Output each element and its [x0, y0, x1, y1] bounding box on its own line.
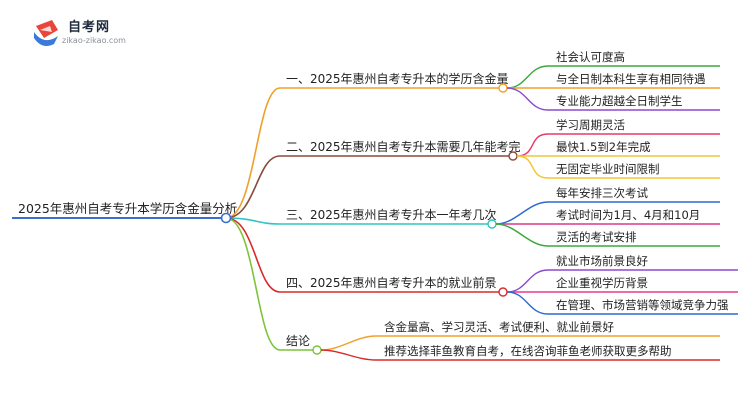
- leaf-label: 学习周期灵活: [556, 118, 625, 132]
- leaf-label: 每年安排三次考试: [556, 186, 648, 200]
- leaf-connector: [320, 335, 377, 351]
- branch-label: 三、2025年惠州自考专升本一年考几次: [286, 207, 497, 222]
- leaf-label: 最快1.5到2年完成: [556, 140, 651, 154]
- leaf-connector: [506, 65, 549, 89]
- branch-connector: [225, 217, 281, 293]
- branch-label: 二、2025年惠州自考专升本需要几年能考完: [286, 139, 521, 154]
- logo-title: 自考网: [68, 20, 111, 35]
- leaf-label: 在管理、市场营销等领域竞争力强: [556, 298, 729, 312]
- leaf-label: 含金量高、学习灵活、考试便利、就业前景好: [384, 320, 614, 334]
- leaf-label: 灵活的考试安排: [556, 230, 637, 244]
- leaf-label: 考试时间为1月、4月和10月: [556, 208, 700, 222]
- leaf-label: 无固定毕业时间限制: [556, 162, 660, 176]
- leaf-label: 与全日制本科生享有相同待遇: [556, 72, 706, 86]
- leaf-connector: [516, 133, 549, 157]
- logo: 自考网 zikao-zikao.com: [30, 14, 150, 54]
- branch-connector: [225, 87, 281, 219]
- logo-url: zikao-zikao.com: [62, 36, 126, 45]
- leaf-label: 企业重视学历背景: [556, 276, 648, 290]
- branch-node: [498, 287, 508, 297]
- root-node: [220, 212, 232, 224]
- branch-node: [508, 151, 518, 161]
- root-label: 2025年惠州自考专升本学历含金量分析: [18, 201, 237, 216]
- branch-connector: [225, 217, 281, 351]
- branch-label: 一、2025年惠州自考专升本的学历含金量: [286, 71, 509, 86]
- branch-connector: [225, 155, 281, 219]
- branch-label: 四、2025年惠州自考专升本的就业前景: [286, 275, 497, 290]
- leaf-connector: [506, 291, 549, 315]
- leaf-connector: [506, 87, 549, 111]
- leaf-connector: [506, 269, 549, 293]
- branch-connector: [225, 217, 281, 225]
- branch-node: [487, 219, 497, 229]
- logo-icon: [34, 20, 58, 46]
- leaf-label: 就业市场前景良好: [556, 254, 648, 268]
- leaf-connector: [320, 349, 377, 361]
- branch-label: 结论: [286, 334, 310, 348]
- leaf-label: 推荐选择菲鱼教育自考，在线咨询菲鱼老师获取更多帮助: [384, 344, 672, 358]
- leaf-label: 专业能力超越全日制学生: [556, 94, 683, 108]
- leaf-label: 社会认可度高: [556, 50, 625, 64]
- leaf-connector: [495, 201, 549, 225]
- branch-node: [498, 83, 508, 93]
- leaf-connector: [516, 155, 549, 179]
- branch-node: [312, 345, 322, 355]
- leaf-connector: [495, 223, 549, 247]
